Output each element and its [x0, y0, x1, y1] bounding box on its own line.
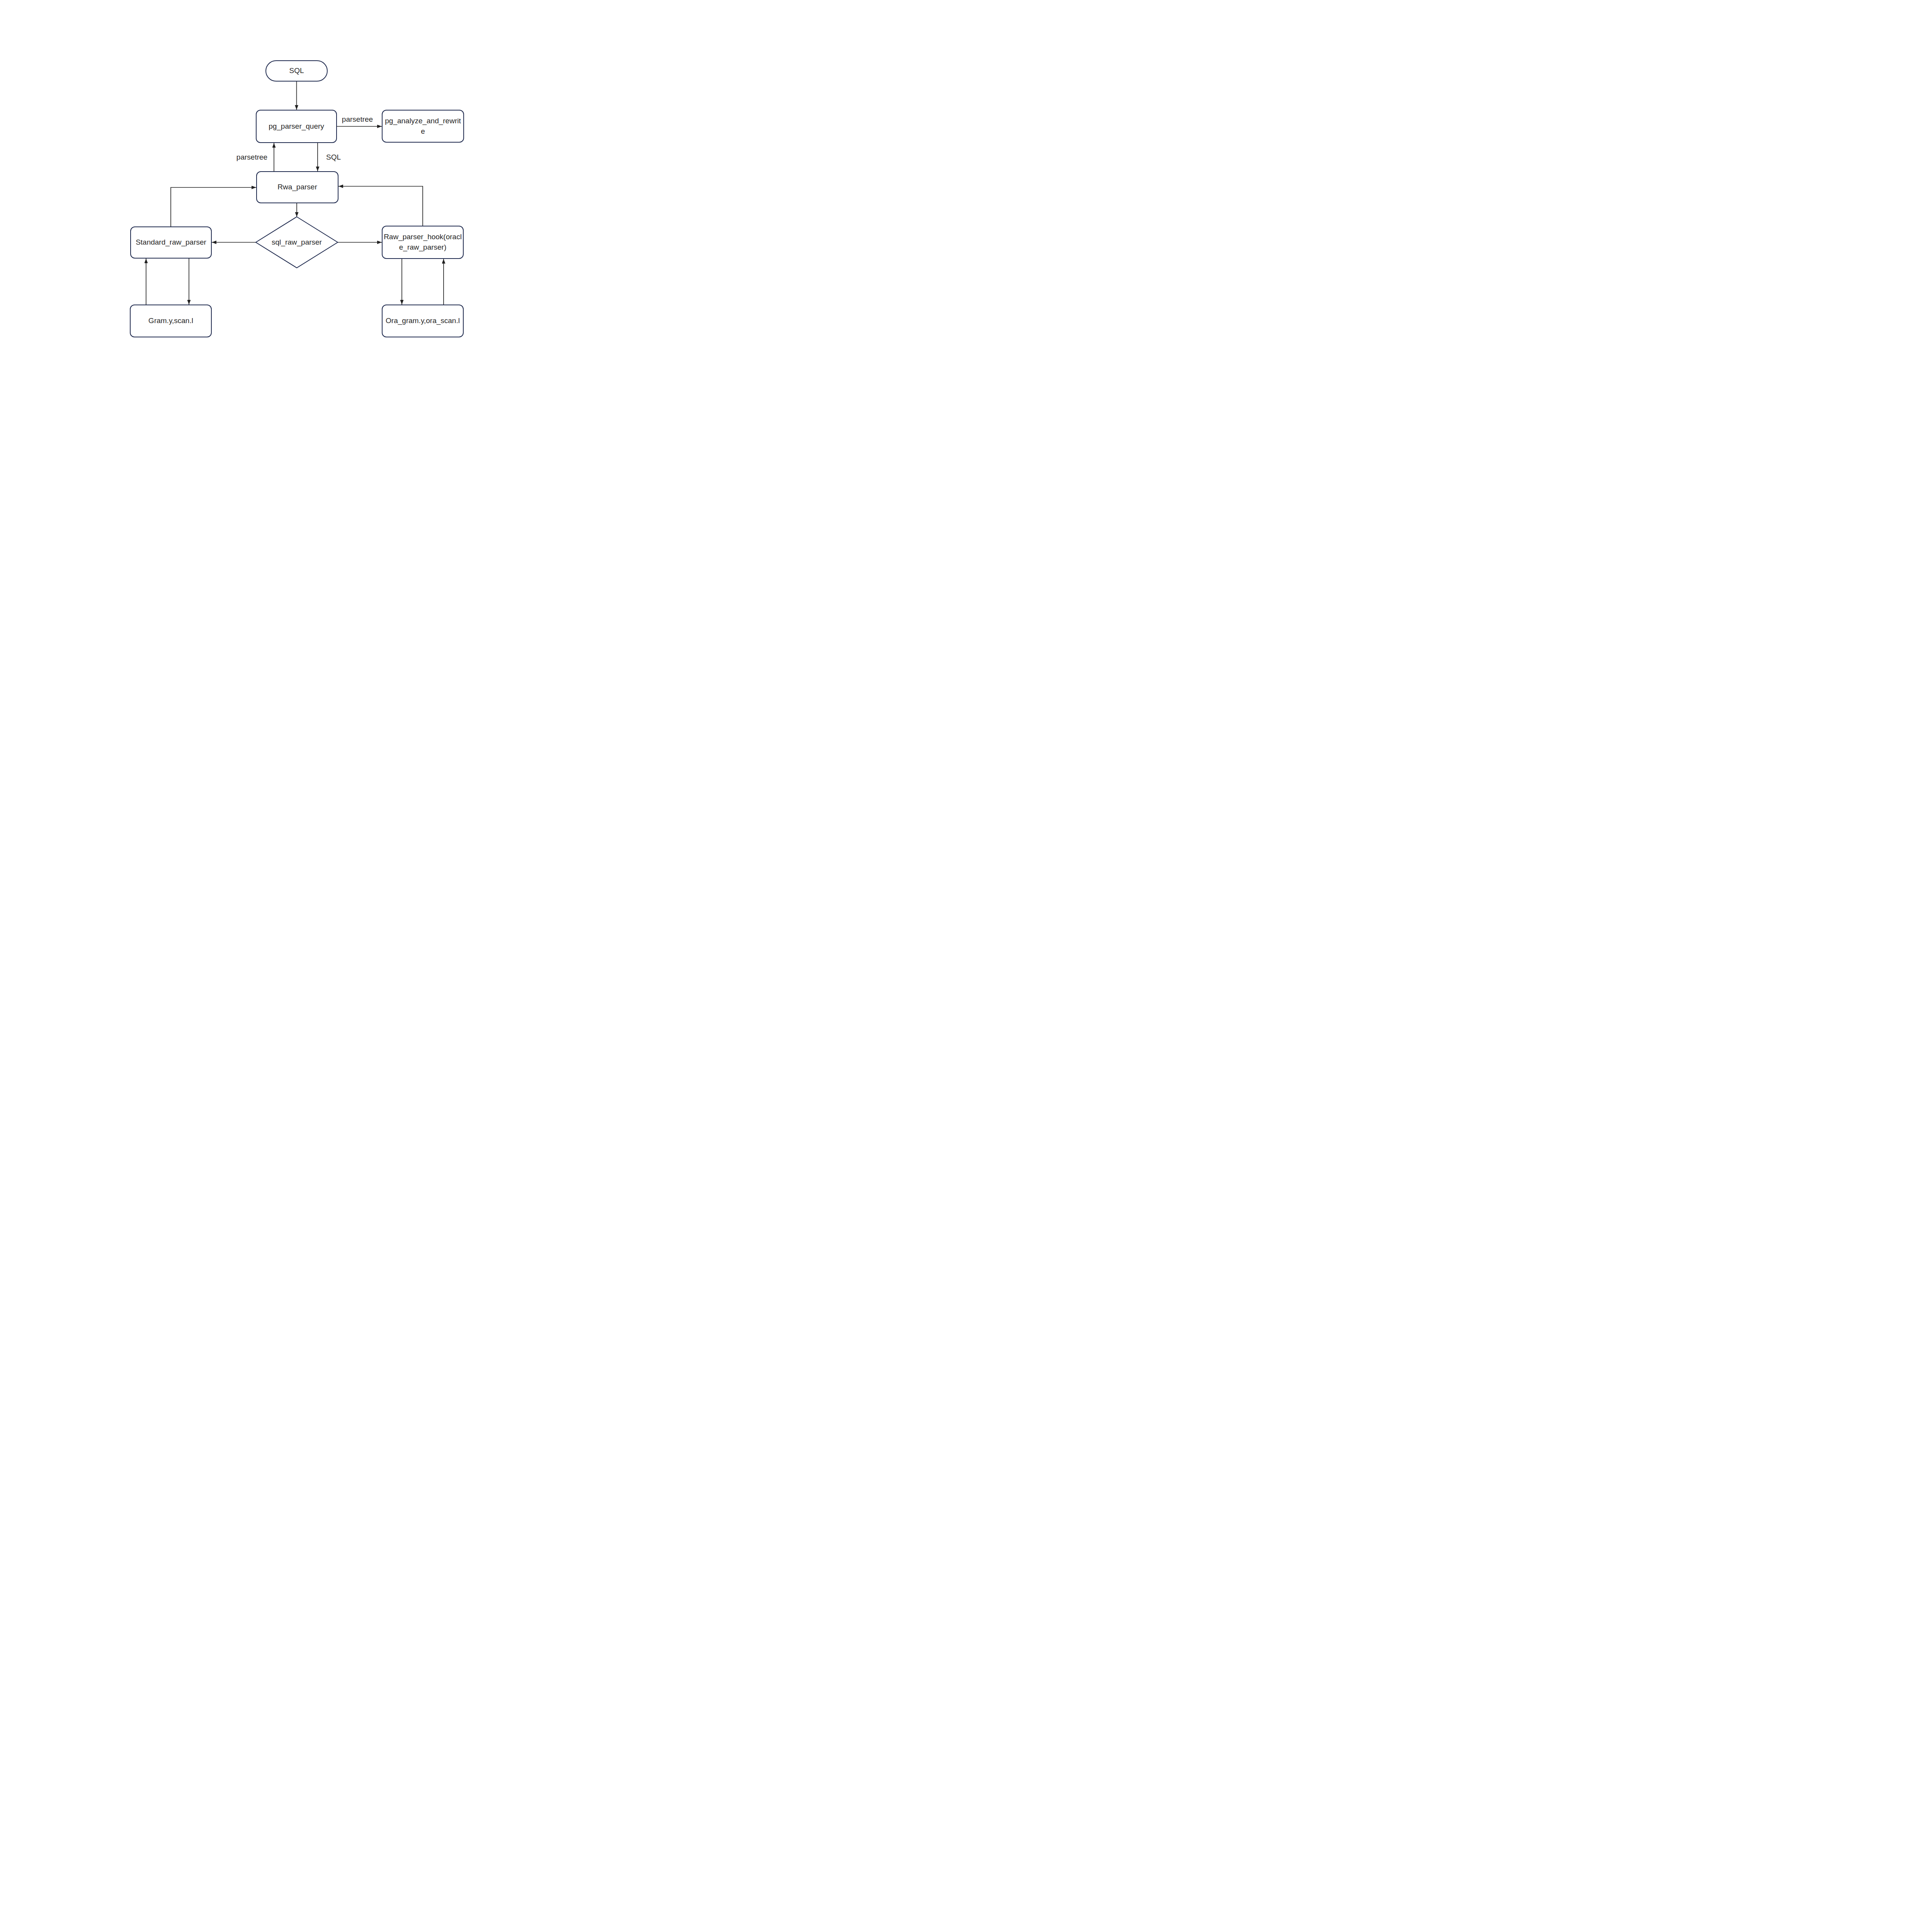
node-ora-gram-scan: Ora_gram.y,ora_scan.l: [382, 305, 464, 337]
node-gram-scan: Gram.y,scan.l: [130, 305, 212, 337]
node-sql-terminator: SQL: [265, 60, 328, 82]
edge-label-parsetree-to-pg-parser: parsetree: [236, 153, 267, 162]
node-pg-analyze-and-rewrite: pg_analyze_and_rewrite: [382, 110, 464, 143]
node-raw-parser-hook-label: Raw_parser_hook(oracle_raw_parser): [383, 232, 463, 253]
node-gram-scan-label: Gram.y,scan.l: [131, 316, 211, 326]
edge-raw-parser-hook-to-rwa-parser: [338, 186, 423, 226]
node-standard-raw-parser-label: Standard_raw_parser: [131, 237, 211, 248]
node-sql-raw-parser-label: sql_raw_parser: [272, 238, 322, 247]
node-raw-parser-hook: Raw_parser_hook(oracle_raw_parser): [382, 226, 464, 259]
edge-standard-raw-parser-to-rwa-parser: [171, 187, 256, 226]
node-ora-gram-scan-label: Ora_gram.y,ora_scan.l: [383, 316, 463, 326]
edge-label-parsetree-to-analyze: parsetree: [342, 115, 373, 124]
node-rwa-parser: Rwa_parser: [256, 171, 338, 203]
edge-label-sql-to-rwa-parser: SQL: [326, 153, 341, 162]
node-sql-terminator-label: SQL: [266, 66, 327, 76]
node-rwa-parser-label: Rwa_parser: [257, 182, 338, 192]
node-pg-parser-query: pg_parser_query: [256, 110, 337, 143]
node-standard-raw-parser: Standard_raw_parser: [130, 226, 212, 259]
node-pg-analyze-and-rewrite-label: pg_analyze_and_rewrite: [383, 116, 463, 137]
flowchart-canvas: SQL pg_parser_query pg_analyze_and_rewri…: [0, 0, 603, 426]
node-pg-parser-query-label: pg_parser_query: [257, 121, 336, 132]
